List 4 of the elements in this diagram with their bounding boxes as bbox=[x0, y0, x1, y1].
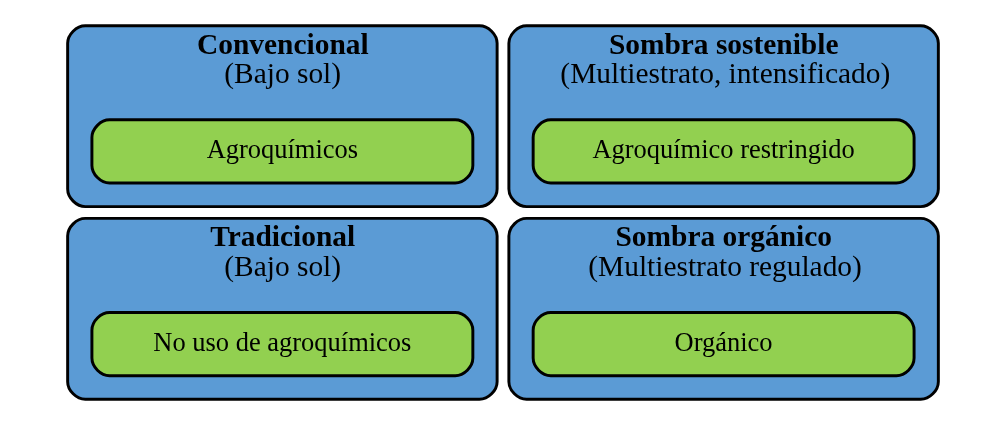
node-box: No uso de agroquímicos bbox=[89, 311, 474, 378]
node-box: Orgánico bbox=[531, 311, 916, 378]
node-box: Agroquímico restringido bbox=[531, 118, 916, 185]
node-box: Agroquímicos bbox=[89, 118, 474, 185]
